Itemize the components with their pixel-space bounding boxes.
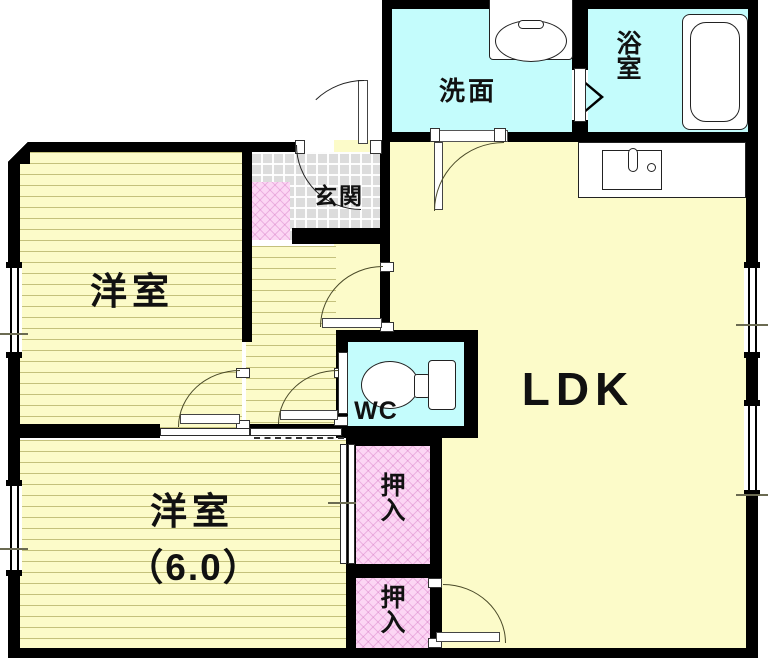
- closet-upper-slide-1[interactable]: [340, 444, 347, 564]
- label-room-lower-area: （6.0）: [126, 547, 262, 588]
- label-closet-upper-char1: 押: [380, 472, 406, 500]
- wall-upper-right-exterior: [748, 0, 758, 142]
- bath-door-leaf[interactable]: [574, 68, 586, 122]
- wall-entrance-step: [292, 228, 384, 244]
- bath-door-arrow-inner: [586, 85, 600, 109]
- window-right-upper-line1: [748, 262, 750, 358]
- wall-wc-bottom: [336, 426, 478, 438]
- window-right-upper[interactable]: [744, 262, 760, 358]
- window-right-lower-tick: [736, 494, 768, 496]
- wall-closet-upper-top: [346, 436, 442, 446]
- label-ldk: LDK: [521, 363, 635, 415]
- washbasin-tap: [518, 20, 544, 29]
- wall-washroom-bottom: [382, 132, 748, 142]
- wall-washroom-bath: [572, 0, 588, 70]
- label-entrance: 玄関: [314, 184, 364, 210]
- window-left-lower-line2: [17, 480, 19, 576]
- wall-closet-divider: [346, 564, 442, 578]
- label-closet-upper-char2: 入: [380, 497, 406, 525]
- label-room-upper: 洋室: [90, 270, 174, 313]
- wall-wc-right: [464, 330, 478, 438]
- window-right-lower-line2: [755, 400, 757, 496]
- corner-bevel-tl: [8, 142, 30, 164]
- window-left-upper-tick: [0, 333, 28, 335]
- label-wc: WC: [354, 397, 398, 425]
- label-bathroom: 浴 室: [612, 32, 646, 82]
- window-right-upper-line2: [755, 262, 757, 358]
- closet-upper-handle-tick: [328, 502, 356, 504]
- label-closet-lower: 押 入: [376, 586, 410, 636]
- wall-top-main-entrance: [252, 142, 300, 152]
- window-left-upper-line1: [10, 262, 12, 358]
- wall-wc-top: [336, 330, 478, 342]
- window-left-lower-line1: [10, 480, 12, 576]
- window-right-lower-line1: [748, 400, 750, 496]
- entrance-door-jamb-right[interactable]: [370, 140, 382, 154]
- kitchen-drain-hole: [647, 163, 656, 172]
- wall-entrance-left: [242, 152, 252, 342]
- washroom-door-jamb-right[interactable]: [494, 128, 506, 142]
- kitchen-faucet: [628, 148, 638, 172]
- wall-bottom-exterior: [8, 648, 756, 658]
- wall-closet-lower-left: [346, 564, 356, 658]
- toilet-tank: [428, 360, 456, 410]
- bathtub-basin: [690, 22, 740, 122]
- wall-entrance-right: [380, 142, 390, 258]
- room-fill-shoe-closet: [250, 182, 290, 240]
- wc-door-leaf[interactable]: [338, 352, 348, 414]
- wall-closet-upper-right: [430, 436, 442, 572]
- window-left-upper-line2: [17, 262, 19, 358]
- window-left-upper[interactable]: [6, 262, 22, 358]
- label-washroom: 洗面: [438, 77, 497, 107]
- partition-slide-leaf-2[interactable]: [250, 428, 342, 436]
- window-right-upper-tick: [736, 324, 768, 326]
- label-closet-lower-char2: 入: [380, 609, 406, 637]
- closet-upper-slide-2[interactable]: [348, 444, 355, 564]
- room-fill-closet-upper: [354, 444, 432, 566]
- label-bathroom-char1: 浴: [616, 30, 642, 58]
- window-left-lower[interactable]: [6, 480, 22, 576]
- label-closet-upper: 押 入: [376, 474, 410, 524]
- washroom-door-jamb-left[interactable]: [430, 128, 440, 142]
- toilet-bowl: [361, 361, 419, 409]
- partition-slide-leaf-1[interactable]: [160, 428, 250, 436]
- room-fill-room-lower: [20, 440, 346, 648]
- label-bathroom-char2: 室: [616, 55, 642, 83]
- wall-top-main-left: [8, 142, 252, 152]
- closet-lower-door-jamb-top[interactable]: [428, 578, 442, 588]
- partition-track-dash: [254, 437, 344, 439]
- label-closet-lower-char1: 押: [380, 584, 406, 612]
- closet-lower-door-jamb-bottom[interactable]: [428, 638, 442, 648]
- room-fill-closet-lower: [354, 576, 432, 658]
- window-right-lower[interactable]: [744, 400, 760, 496]
- wall-upper-left-exterior: [382, 0, 392, 142]
- window-left-lower-tick: [0, 548, 28, 550]
- wall-left-exterior: [8, 142, 20, 658]
- wall-hall-right: [380, 258, 390, 332]
- wall-room-upper-bottom: [20, 424, 160, 438]
- label-room-lower: 洋室: [150, 490, 234, 533]
